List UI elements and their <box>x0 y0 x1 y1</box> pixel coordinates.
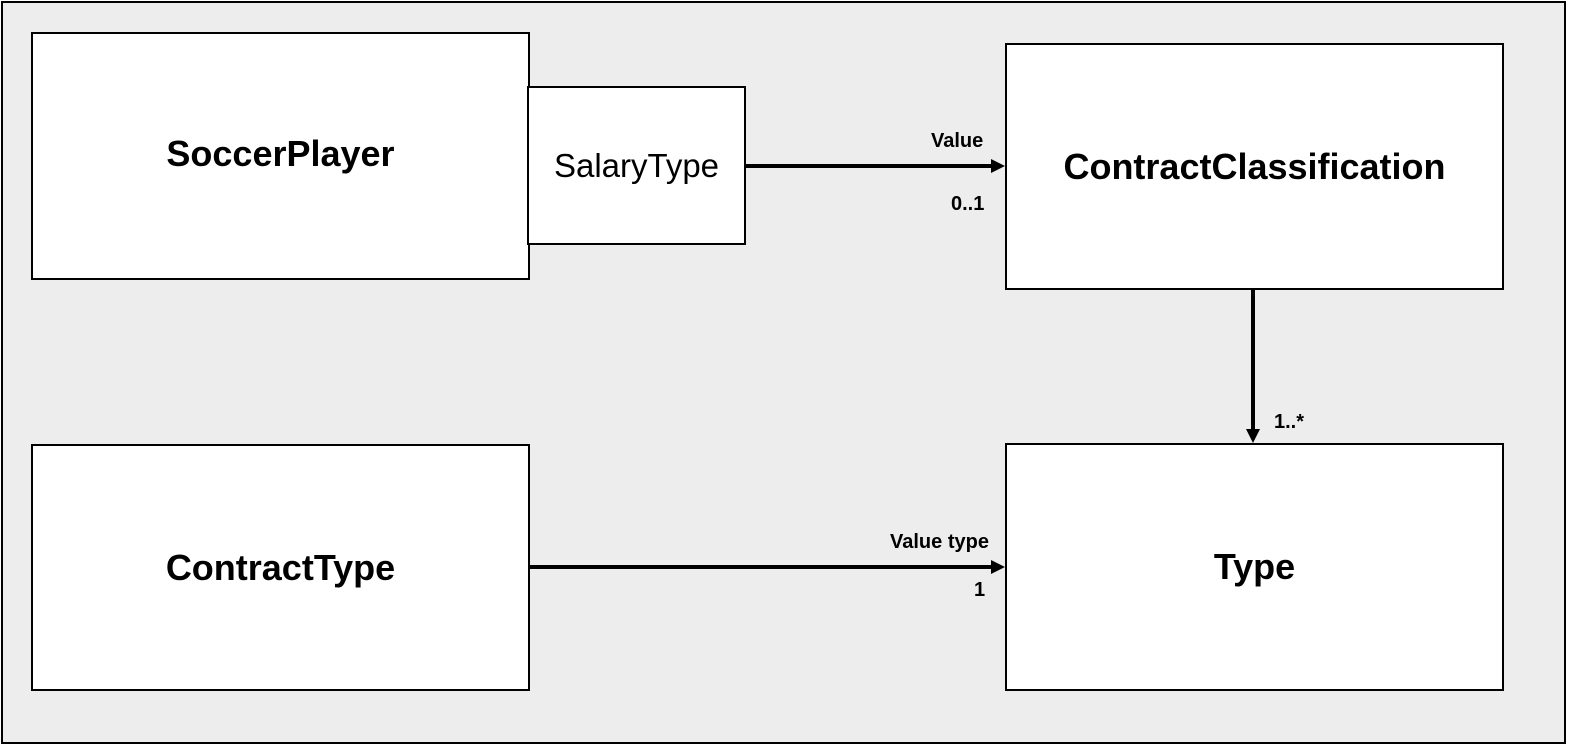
salary-type-qualifier[interactable]: SalaryType <box>527 86 746 245</box>
type-label: Type <box>1213 546 1296 587</box>
one-to-many-multiplicity: 1..* <box>1274 411 1305 433</box>
value-role-label: Value <box>931 130 984 152</box>
contract-type-to-type-arrowhead <box>991 560 1005 574</box>
salary-to-classification-arrowhead <box>991 159 1005 173</box>
contract-type-class[interactable]: ContractType <box>31 444 530 691</box>
soccer-player-label: SoccerPlayer <box>166 133 395 174</box>
zero-to-one-multiplicity: 0..1 <box>951 193 985 215</box>
type-class[interactable]: Type <box>1005 443 1504 691</box>
diagram-canvas: SoccerPlayer SalaryType ContractClassifi… <box>1 1 1566 744</box>
one-multiplicity: 1 <box>974 579 986 601</box>
contract-classification-label: ContractClassification <box>1063 145 1446 187</box>
contract-classification-class[interactable]: ContractClassification <box>1005 43 1504 290</box>
classification-to-type-line <box>1251 290 1255 430</box>
classification-to-type-arrowhead <box>1246 429 1260 443</box>
salary-type-label: SalaryType <box>553 146 720 184</box>
value-type-role-label: Value type <box>890 531 989 553</box>
contract-type-label: ContractType <box>165 546 396 588</box>
contract-type-to-type-line <box>530 565 992 569</box>
salary-to-classification-line <box>746 164 992 168</box>
soccer-player-class[interactable]: SoccerPlayer <box>31 32 530 280</box>
